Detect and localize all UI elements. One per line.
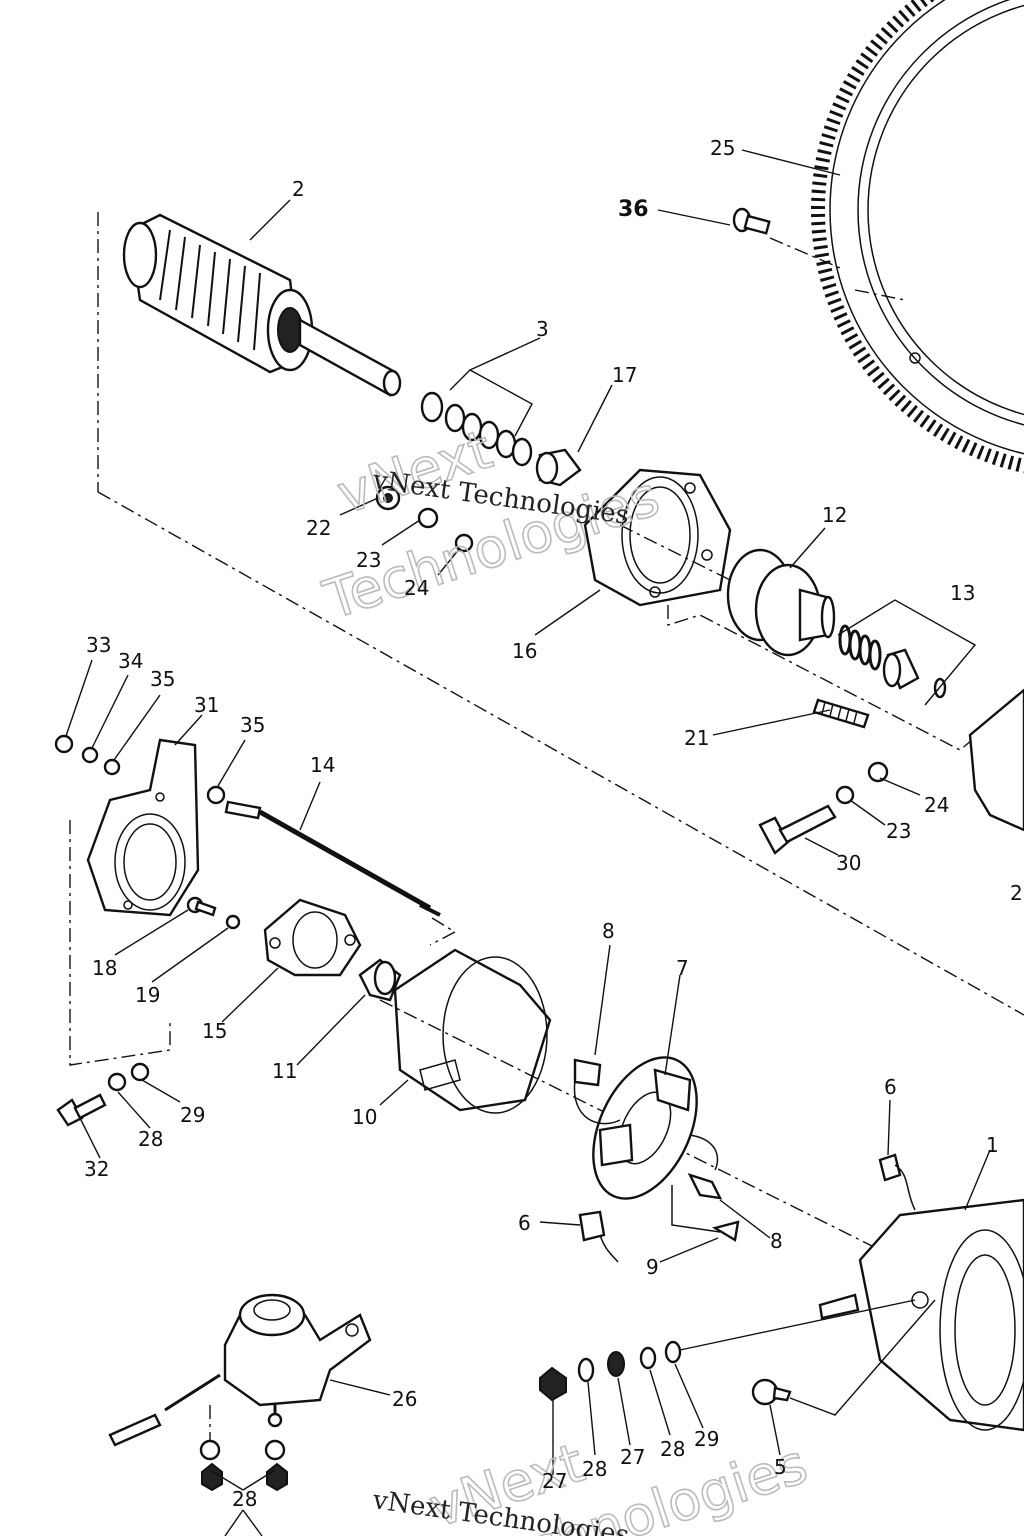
callout-36: 36 <box>618 197 649 222</box>
callout-29b: 29 <box>694 1427 719 1451</box>
callout-14: 14 <box>310 753 335 777</box>
callout-12: 12 <box>822 503 847 527</box>
drive-housing <box>583 468 732 607</box>
brush-plate <box>573 1056 723 1200</box>
callout-34: 34 <box>118 649 143 673</box>
callout-35b: 35 <box>240 713 265 737</box>
end-cover <box>379 948 1001 1311</box>
bushing-11 <box>358 958 402 1002</box>
callout-17: 17 <box>612 363 637 387</box>
callout-1: 1 <box>986 1133 999 1157</box>
bushing-17 <box>535 384 613 487</box>
callout-3: 3 <box>536 317 549 341</box>
callout-26: 26 <box>392 1387 417 1411</box>
callout-27b: 27 <box>620 1445 645 1469</box>
callout-21: 21 <box>684 726 709 750</box>
callout-33: 33 <box>86 633 111 657</box>
solenoid <box>108 1293 372 1447</box>
washer-set-left <box>375 485 474 553</box>
callout-31: 31 <box>194 693 219 717</box>
callout-35a: 35 <box>150 667 175 691</box>
callout-labels: 2 25 36 3 17 22 23 24 16 12 13 21 24 23 … <box>84 136 1024 1511</box>
callout-7: 7 <box>676 956 689 980</box>
callout-13: 13 <box>950 581 975 605</box>
screw-18 <box>186 896 241 930</box>
callout-2: 2 <box>292 177 305 201</box>
callout-6b: 6 <box>518 1211 531 1235</box>
callout-27a: 27 <box>542 1469 567 1493</box>
callout-23a: 23 <box>356 548 381 572</box>
callout-32: 32 <box>84 1157 109 1181</box>
armature <box>97 212 1024 1016</box>
leader-lines <box>65 149 991 1456</box>
through-bolt <box>224 800 457 946</box>
callout-25: 25 <box>710 136 735 160</box>
callout-8a: 8 <box>602 919 615 943</box>
callout-28a: 28 <box>138 1127 163 1151</box>
callout-8b: 8 <box>770 1229 783 1253</box>
end-plate <box>263 898 362 977</box>
screw-5 <box>751 1299 936 1416</box>
callout-11: 11 <box>272 1059 297 1083</box>
callout-9: 9 <box>646 1255 659 1279</box>
callout-18: 18 <box>92 956 117 980</box>
stud-21 <box>812 698 870 729</box>
callout-23b: 23 <box>886 819 911 843</box>
callout-28c: 28 <box>660 1437 685 1461</box>
yoke-housing <box>818 1153 1024 1432</box>
ring-gear <box>811 0 1024 474</box>
spring-clip <box>671 1185 740 1242</box>
callout-10: 10 <box>352 1105 377 1129</box>
callout-23c: 23 <box>1010 881 1024 905</box>
bolt-32 <box>56 1062 150 1127</box>
callout-16: 16 <box>512 639 537 663</box>
callout-5: 5 <box>774 1455 787 1479</box>
callout-6a: 6 <box>884 1075 897 1099</box>
callout-30: 30 <box>836 851 861 875</box>
callout-28d: 28 <box>232 1487 257 1511</box>
brush-6 <box>578 1210 619 1263</box>
solenoid-nuts <box>199 1405 288 1536</box>
callout-24a: 24 <box>404 576 429 600</box>
callout-15: 15 <box>202 1019 227 1043</box>
pinion-gear <box>726 548 836 657</box>
bolt-30 <box>758 761 889 855</box>
terminal-hardware <box>539 1299 916 1475</box>
callout-29a: 29 <box>180 1103 205 1127</box>
callout-24b: 24 <box>924 793 949 817</box>
right-housing-partial <box>968 688 1024 832</box>
bracket-31 <box>69 738 200 1066</box>
callout-19: 19 <box>135 983 160 1007</box>
washer-stack <box>420 337 541 467</box>
callout-22: 22 <box>306 516 331 540</box>
nut-33-set <box>54 734 226 805</box>
callout-28b: 28 <box>582 1457 607 1481</box>
bolt-36 <box>732 207 841 269</box>
